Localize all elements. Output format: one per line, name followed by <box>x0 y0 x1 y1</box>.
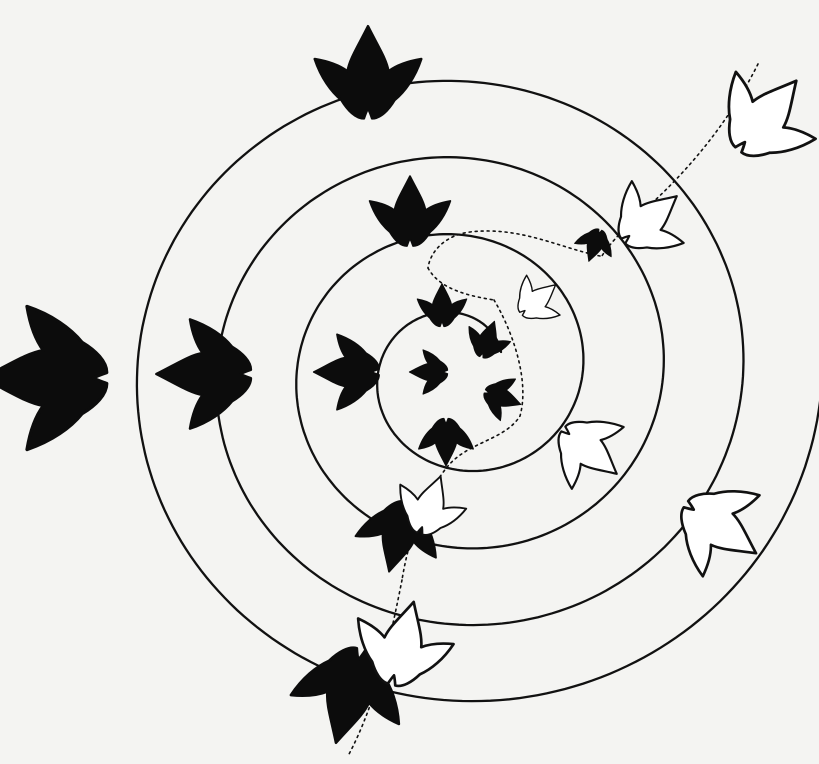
dark-leaf-10 <box>419 419 474 466</box>
dark-leaf-6 <box>417 284 466 327</box>
dark-leaf-3 <box>0 307 107 450</box>
dark-leaf-4 <box>156 319 250 428</box>
light-leaf-5 <box>658 464 785 594</box>
dark-leaf-13 <box>570 223 618 268</box>
leaf-group <box>0 26 819 757</box>
light-leaf-1 <box>699 47 819 183</box>
dark-leaf-1 <box>315 26 422 118</box>
light-leaf-4 <box>537 398 642 505</box>
light-leaf-2 <box>597 165 702 272</box>
light-leaf-3 <box>504 265 572 334</box>
dark-leaf-8 <box>461 314 516 365</box>
dark-leaf-9 <box>477 371 528 426</box>
dark-leaf-5 <box>314 334 379 409</box>
dark-leaf-7 <box>409 350 447 394</box>
